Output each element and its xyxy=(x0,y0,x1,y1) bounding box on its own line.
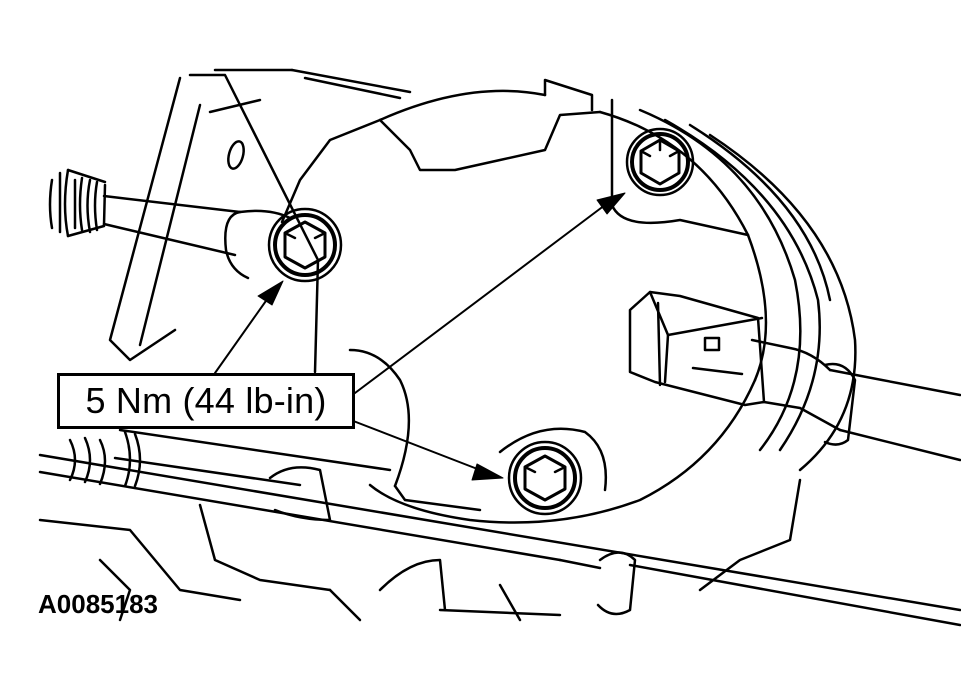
figure-reference-number: A0085183 xyxy=(38,589,158,619)
arrowhead-left-bolt xyxy=(258,281,283,305)
hex-bolt-icon xyxy=(500,429,606,514)
hex-bolt-icon xyxy=(269,209,341,281)
arrowhead-lower-bolt xyxy=(472,464,503,480)
left-fuel-line xyxy=(50,170,290,278)
torque-specification-label: 5 Nm (44 lb-in) xyxy=(85,380,327,421)
leader-arrow-icon xyxy=(215,205,605,470)
lower-fuel-lines xyxy=(40,430,960,625)
mounting-bracket xyxy=(110,70,410,372)
arrowhead-upper-bolt xyxy=(597,193,625,214)
hex-bolt-icon xyxy=(627,129,693,195)
fuel-pump-flange xyxy=(282,80,855,523)
electrical-connector-icon xyxy=(630,292,960,460)
torque-callout-box: 5 Nm (44 lb-in) xyxy=(57,373,355,429)
